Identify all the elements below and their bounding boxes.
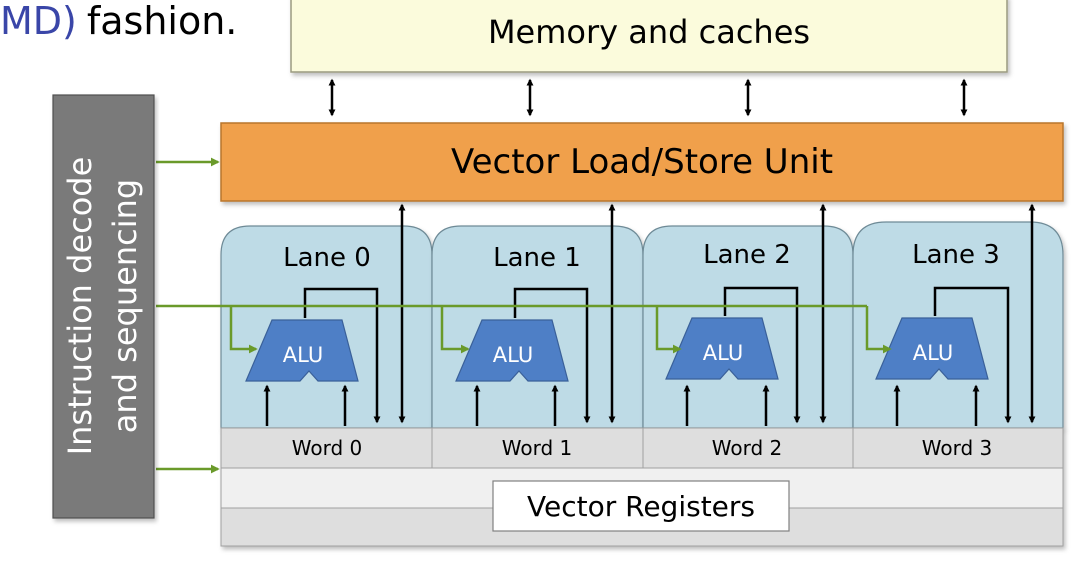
lane-3-label: Lane 3 [912, 240, 1000, 270]
word-1-label: Word 1 [502, 436, 573, 460]
control-to-alu-2 [655, 306, 682, 354]
lane-2-alu-icon [665, 317, 779, 380]
slide-title-fragment: MD)fashion. [0, 0, 237, 43]
lane-0-alu-label: ALU [283, 343, 323, 367]
vector-registers-label: Vector Registers [527, 490, 755, 523]
lane-1-internals: ALU [455, 203, 616, 426]
memory-label: Memory and caches [488, 13, 810, 51]
instruction-decoder-label-2: and sequencing [106, 179, 144, 433]
lane-3-feedback-wire [933, 286, 1012, 424]
lane-0-feedback-wire [303, 287, 381, 424]
lane-2-internals: ALU [665, 203, 827, 426]
lane-1-label: Lane 1 [493, 243, 581, 273]
lane-1-alu-icon [455, 319, 569, 382]
lane-2-label: Lane 2 [703, 240, 791, 270]
word-3-label: Word 3 [922, 436, 993, 460]
control-to-alu-0 [229, 306, 258, 354]
word-0-label: Word 0 [292, 436, 363, 460]
lane-1-feedback-wire [513, 287, 591, 424]
memory-box [290, 0, 1008, 73]
lane-2-feedback-wire [723, 286, 801, 424]
lane-3-alu-icon [875, 317, 989, 380]
instruction-decoder-label-1: Instruction decode [61, 157, 99, 456]
register-row-0 [220, 427, 1064, 469]
control-to-alu-3 [865, 306, 892, 354]
lsu-box [220, 122, 1064, 202]
slide-title-text: fashion. [87, 0, 238, 43]
memory-lsu-arrows [328, 78, 968, 117]
vector-registers-label-box [492, 480, 790, 532]
slide-title-prefix: MD) [0, 0, 77, 43]
lane-0-internals: ALU [245, 203, 406, 426]
instruction-decoder-box [52, 94, 155, 519]
register-lane-dividers [431, 428, 854, 468]
word-2-label: Word 2 [712, 436, 783, 460]
lane-3-alu-label: ALU [913, 341, 953, 365]
lane-1-alu-label: ALU [493, 343, 533, 367]
lane-2-alu-label: ALU [703, 341, 743, 365]
lane-0-label: Lane 0 [283, 243, 371, 273]
lane-3-internals: ALU [875, 203, 1036, 426]
control-signal-lines [156, 157, 892, 474]
lane-0-alu-icon [245, 319, 359, 382]
control-to-alu-1 [440, 306, 470, 354]
lsu-label: Vector Load/Store Unit [451, 142, 833, 182]
